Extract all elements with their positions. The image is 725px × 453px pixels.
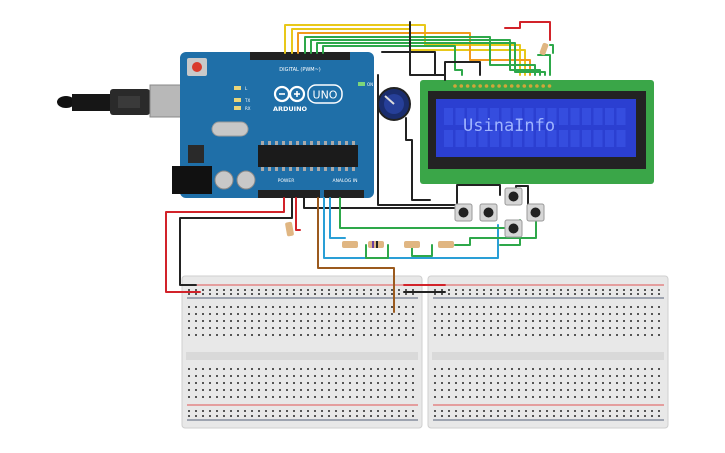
lcd-module: UsinaInfo — [420, 80, 654, 184]
resistor-2 — [342, 241, 358, 248]
push-buttons — [454, 187, 545, 238]
push-button-3 — [504, 187, 523, 206]
power-header-label: POWER — [278, 178, 295, 184]
breadboard-left — [181, 275, 423, 429]
resistor-lcd — [539, 42, 549, 56]
resistor-1 — [285, 221, 294, 237]
rx-label: RX — [245, 106, 251, 111]
push-button-1 — [454, 203, 473, 222]
model-label: UNO — [313, 89, 338, 102]
push-button-2 — [479, 203, 498, 222]
arduino-logo — [273, 85, 306, 103]
push-button-4 — [526, 203, 545, 222]
tx-label: TX — [244, 98, 250, 103]
potentiometer — [377, 87, 411, 121]
l-label: L — [245, 86, 248, 91]
resistor-3 — [368, 241, 384, 248]
analog-header-label: ANALOG IN — [332, 178, 357, 184]
push-button-5 — [504, 219, 523, 238]
digital-header-label: DIGITAL (PWM~) — [279, 67, 321, 73]
usb-cable — [57, 84, 195, 118]
breadboard-right — [427, 275, 669, 429]
lcd-text: UsinaInfo — [463, 116, 555, 136]
resistors — [285, 42, 549, 248]
resistor-5 — [438, 241, 454, 248]
brand-label: ARDUINO — [273, 105, 308, 113]
reset-button — [192, 62, 202, 72]
arduino-board: UNO ARDUINO DIGITAL (PWM~) POWER ANALOG … — [172, 52, 374, 198]
resistor-4 — [404, 241, 420, 248]
wires — [165, 21, 554, 313]
on-label: ON — [367, 82, 373, 87]
